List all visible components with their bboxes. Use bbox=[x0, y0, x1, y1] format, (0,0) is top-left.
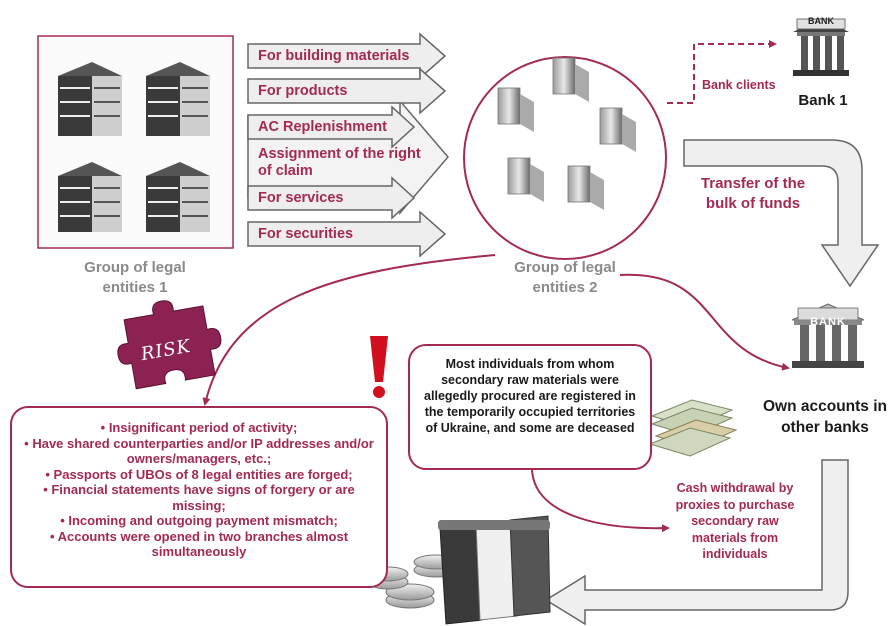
group2-label: Group of legal entities 2 bbox=[514, 259, 616, 296]
warning-to-cash-line bbox=[530, 464, 670, 533]
exclamation-icon bbox=[370, 336, 388, 398]
cash-withdrawal-label: Cash withdrawal by proxies to purchase s… bbox=[675, 481, 795, 561]
transfer-arrow bbox=[683, 139, 880, 288]
payment-arrows bbox=[247, 32, 447, 258]
purpose-building-materials: For building materials bbox=[258, 48, 410, 64]
warning-text: Most individuals from whom secondary raw… bbox=[424, 357, 636, 435]
risk-item: Incoming and outgoing payment mismatch; bbox=[22, 513, 376, 529]
purpose-services: For services bbox=[258, 190, 344, 206]
risk-list: Insignificant period of activity; Have s… bbox=[22, 420, 376, 560]
cash-flow-arrow bbox=[544, 459, 849, 626]
risk-puzzle-icon bbox=[117, 300, 222, 390]
group1-label: Group of legal entities 1 bbox=[84, 259, 186, 296]
transfer-label: Transfer of the bulk of funds bbox=[700, 175, 806, 212]
waste-bins-icon bbox=[438, 515, 551, 625]
risk-item: Have shared counterparties and/or IP add… bbox=[22, 436, 376, 467]
purpose-assignment-of-claim: Assignment of the right of claim bbox=[258, 146, 421, 179]
bank2-sign: BANK bbox=[810, 316, 846, 328]
bank-clients-line bbox=[667, 40, 777, 104]
group2-to-own-accounts-line bbox=[619, 273, 790, 371]
bank1-icon bbox=[793, 18, 849, 76]
risk-box: Insignificant period of activity; Have s… bbox=[10, 406, 388, 588]
small-building-icon bbox=[497, 57, 636, 210]
purpose-securities: For securities bbox=[258, 226, 354, 242]
risk-item: Passports of UBOs of 8 legal entities ar… bbox=[22, 467, 376, 483]
purpose-products: For products bbox=[258, 83, 348, 99]
money-stack-icon bbox=[648, 399, 738, 457]
bank1-sign: BANK bbox=[808, 16, 834, 26]
bank1-name: Bank 1 bbox=[798, 92, 848, 109]
own-accounts-label: Own accounts in other banks bbox=[762, 398, 887, 436]
bank-clients-label: Bank clients bbox=[702, 78, 776, 92]
to-risk-line bbox=[202, 254, 496, 406]
bank2-icon bbox=[791, 303, 865, 368]
office-building-icon bbox=[58, 62, 210, 232]
risk-item: Accounts were opened in two branches alm… bbox=[22, 529, 376, 560]
warning-box: Most individuals from whom secondary raw… bbox=[408, 344, 652, 470]
risk-item: Insignificant period of activity; bbox=[22, 420, 376, 436]
risk-item: Financial statements have signs of forge… bbox=[22, 482, 376, 513]
purpose-ac-replenishment: AC Replenishment bbox=[258, 119, 387, 135]
